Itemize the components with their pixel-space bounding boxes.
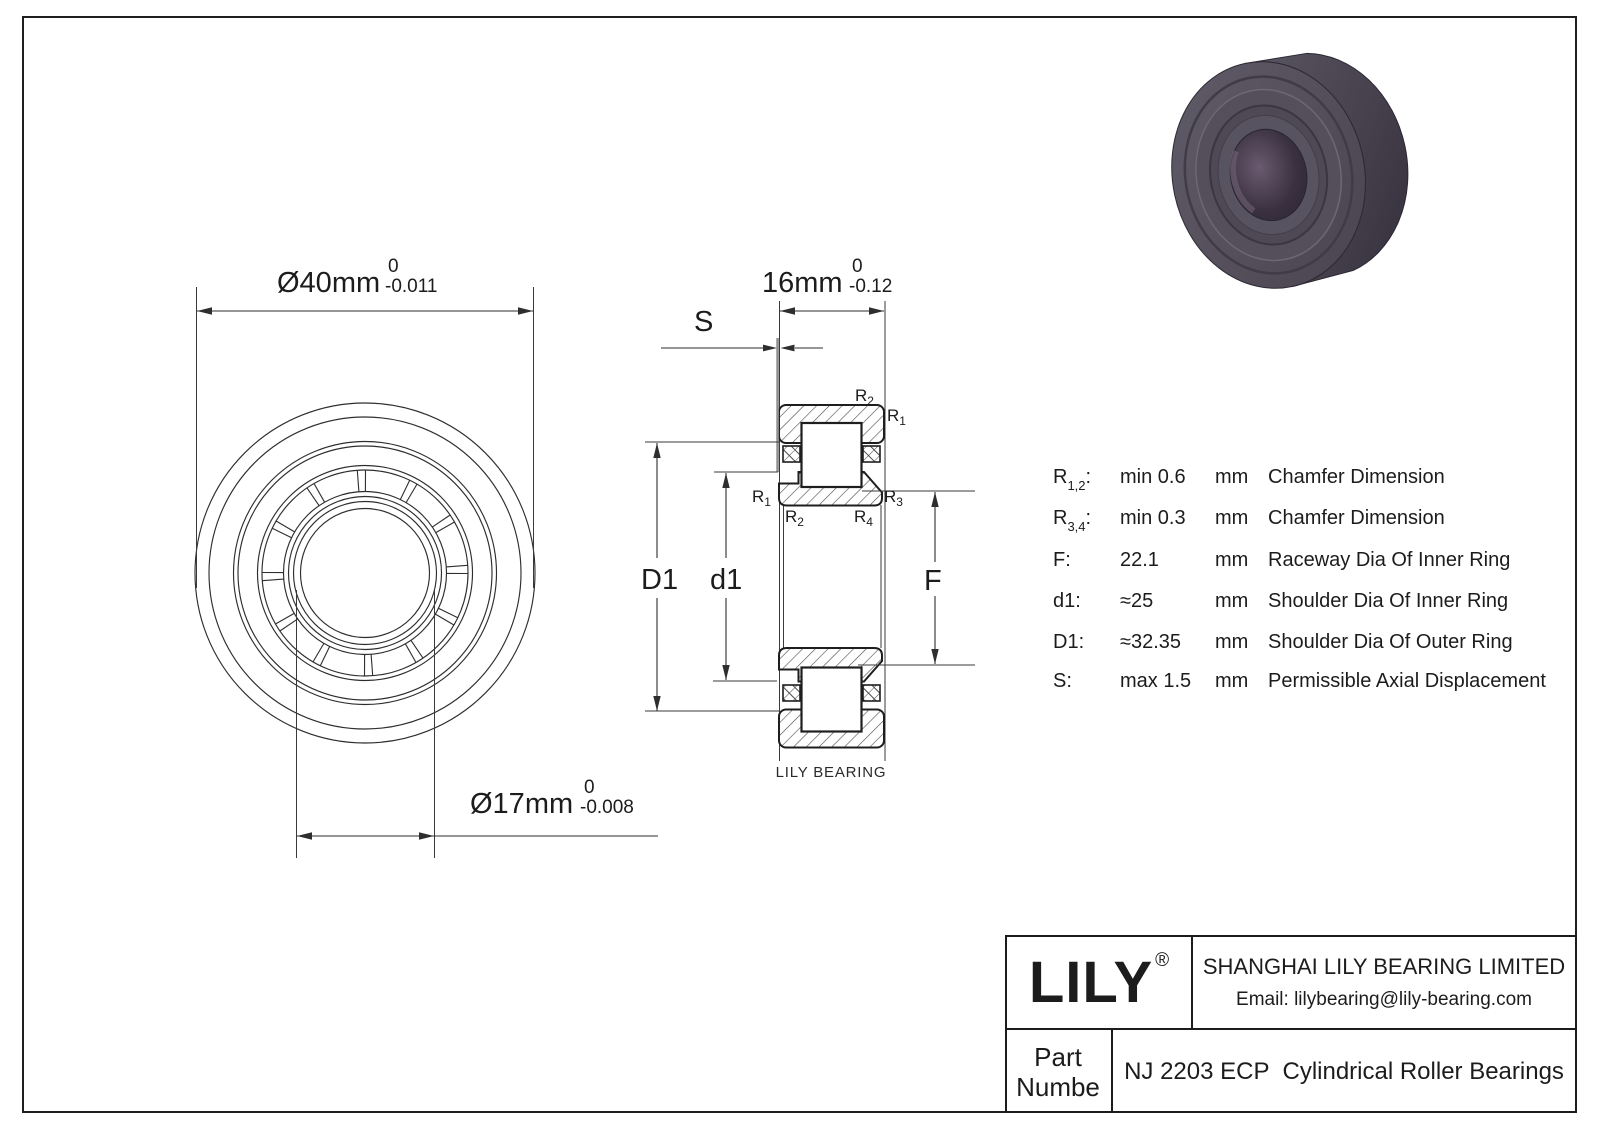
- d1-outer-shoulder-dimension: D1: [641, 441, 779, 712]
- outer-diameter-text: Ø40mm: [277, 267, 380, 299]
- chamfer-label-mid-r2: R2: [785, 507, 804, 529]
- registered-trademark-icon: ®: [1155, 949, 1170, 971]
- bore-diameter-tol-upper: 0: [584, 777, 595, 798]
- width-dimension-text: 16mm: [762, 267, 843, 299]
- spec-row-r12: R1,2: min 0.6 mm Chamfer Dimension: [1040, 466, 1580, 493]
- cage-bars: [261, 469, 469, 677]
- spec-unit: mm: [1215, 590, 1249, 612]
- d1-inner-label: d1: [710, 564, 742, 596]
- title-block-divider-logo: [1191, 935, 1193, 1030]
- spec-value: ≈25: [1120, 590, 1154, 612]
- cage-section: [782, 445, 801, 463]
- title-block-divider-horizontal: [1005, 1028, 1577, 1030]
- spec-row-r34: R3,4: min 0.3 mm Chamfer Dimension: [1040, 507, 1580, 534]
- f-raceway-dimension: F: [858, 490, 975, 666]
- axial-displacement-dimension: S: [661, 306, 823, 352]
- outer-diameter-dimension: Ø40mm 0 -0.011: [196, 256, 534, 588]
- company-info: SHANGHAI LILY BEARING LIMITED Email: lil…: [1193, 937, 1575, 1028]
- spec-unit: mm: [1215, 631, 1249, 653]
- spec-description: Raceway Dia Of Inner Ring: [1268, 549, 1511, 571]
- part-number: NJ 2203 ECP: [1124, 1057, 1270, 1085]
- axial-displacement-face: [776, 338, 779, 472]
- spec-unit: mm: [1215, 507, 1249, 529]
- width-tol-lower: -0.12: [849, 276, 892, 297]
- title-block: [1005, 935, 1577, 1113]
- spec-row-f: F: 22.1 mm Raceway Dia Of Inner Ring: [1040, 549, 1580, 575]
- spec-label: S:: [1053, 670, 1072, 692]
- chamfer-label-mid-r3: R3: [884, 487, 903, 509]
- chamfer-label-mid-r4: R4: [854, 507, 873, 529]
- chamfer-labels: R2 R1 R1 R2 R3 R4: [752, 386, 906, 529]
- spec-description: Chamfer Dimension: [1268, 466, 1445, 488]
- f-raceway-label: F: [924, 565, 942, 597]
- d1-outer-label: D1: [641, 564, 678, 596]
- logo-text: LILY: [1028, 949, 1154, 1015]
- spec-value: min 0.3: [1120, 507, 1186, 529]
- cross-section-view: 16mm 0 -0.12 S D1: [641, 256, 975, 781]
- outer-diameter-tol-lower: -0.011: [385, 276, 437, 297]
- cage-section: [862, 684, 881, 702]
- page-border: [22, 16, 1577, 1113]
- chamfer-label-mid-r1: R1: [752, 487, 771, 509]
- outer-diameter-tol-upper: 0: [388, 256, 399, 277]
- part-number-value: NJ 2203 ECP Cylindrical Roller Bearings: [1113, 1032, 1575, 1111]
- company-email: Email: lilybearing@lily-bearing.com: [1236, 989, 1532, 1010]
- spec-unit: mm: [1215, 466, 1249, 488]
- spec-description: Permissible Axial Displacement: [1268, 670, 1546, 692]
- chamfer-label-top-r1: R1: [887, 406, 906, 428]
- spec-value: ≈32.35: [1120, 631, 1182, 653]
- part-label-line2: Numbe: [1016, 1071, 1100, 1102]
- bore-diameter-text: Ø17mm: [470, 788, 573, 820]
- axial-displacement-label: S: [694, 306, 713, 338]
- bearing-3d-render: [1171, 52, 1409, 289]
- roller-bottom: [800, 666, 863, 733]
- company-logo: LILY ®: [1005, 937, 1191, 1028]
- width-tol-upper: 0: [852, 256, 863, 277]
- part-type: Cylindrical Roller Bearings: [1282, 1057, 1564, 1085]
- cage-section: [782, 684, 801, 702]
- spec-label: R1,2:: [1053, 466, 1092, 493]
- spec-row-D1: D1: ≈32.35 mm Shoulder Dia Of Outer Ring: [1040, 631, 1580, 657]
- bore-diameter-tol-lower: -0.008: [580, 797, 634, 818]
- title-block-divider-part: [1111, 1030, 1113, 1113]
- width-dimension: 16mm 0 -0.12: [762, 256, 892, 315]
- spec-row-d1: d1: ≈25 mm Shoulder Dia Of Inner Ring: [1040, 590, 1580, 616]
- spec-label: D1:: [1053, 631, 1085, 653]
- bore-diameter-dimension: Ø17mm 0 -0.008: [296, 590, 658, 858]
- spec-label: R3,4:: [1053, 507, 1092, 534]
- spec-table: R1,2: min 0.6 mm Chamfer Dimension R3,4:…: [1040, 455, 1580, 705]
- spec-description: Shoulder Dia Of Inner Ring: [1268, 590, 1509, 612]
- spec-unit: mm: [1215, 549, 1249, 571]
- spec-label: d1:: [1053, 590, 1081, 612]
- spec-unit: mm: [1215, 670, 1249, 692]
- spec-label: F:: [1053, 549, 1071, 571]
- cage-section: [862, 445, 881, 463]
- spec-description: Chamfer Dimension: [1268, 507, 1445, 529]
- spec-value: max 1.5: [1120, 670, 1192, 692]
- chamfer-label-top-r2: R2: [855, 386, 874, 408]
- part-number-label: Part Numbe: [1007, 1032, 1109, 1111]
- roller-top: [800, 421, 863, 489]
- d1-inner-shoulder-dimension: d1: [710, 471, 778, 682]
- company-name: SHANGHAI LILY BEARING LIMITED: [1202, 954, 1566, 979]
- spec-value: min 0.6: [1120, 466, 1186, 488]
- spec-value: 22.1: [1120, 549, 1159, 571]
- front-view: Ø40mm 0 -0.011 Ø17mm 0 -0.008: [194, 256, 658, 858]
- part-label-line1: Part: [1034, 1041, 1082, 1072]
- spec-description: Shoulder Dia Of Outer Ring: [1268, 631, 1513, 653]
- spec-row-s: S: max 1.5 mm Permissible Axial Displace…: [1040, 670, 1580, 696]
- section-caption: LILY BEARING: [776, 764, 887, 781]
